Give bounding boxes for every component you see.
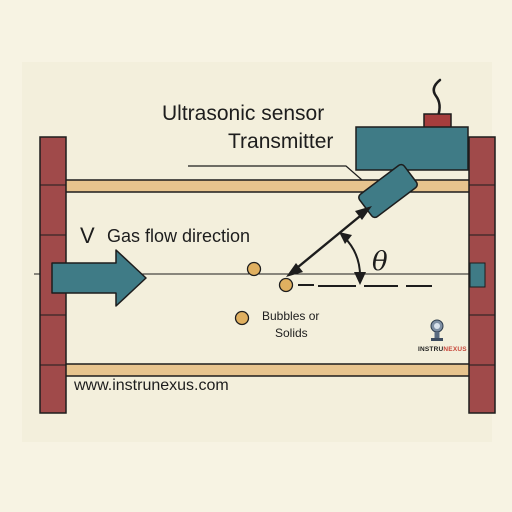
website-url: www.instrunexus.com [74,377,229,394]
particle [234,310,250,326]
pipe-bottom-wall [61,363,471,377]
bubbles-label-line1: Bubbles or [262,309,320,323]
particle [278,277,294,293]
sensor-body [355,126,469,171]
velocity-symbol: V [80,223,95,248]
label-leader-line [188,165,363,181]
flow-arrow [51,249,147,307]
flow-direction-label: Gas flow direction [107,226,251,246]
ultrasonic-path-arrow [286,206,372,277]
sensor-probe [358,163,418,219]
bubbles-label-line2: Solids [275,326,308,340]
sensor-cable [432,78,442,118]
background-panel [22,62,492,442]
reference-dashes [298,284,432,287]
brand-name-part1: INSTRU [418,346,444,353]
brand-name: INSTRUNEXUS [418,346,467,353]
sensor-label-line1: Ultrasonic sensor [162,102,325,125]
sensor-label-line2: Transmitter [228,130,334,153]
angle-arc [339,232,366,285]
brand-name-part2: NEXUS [443,346,467,353]
right-flange [468,136,496,414]
transmitter-logo-icon [430,319,444,341]
angle-symbol: θ [372,247,388,277]
particle [246,261,262,277]
